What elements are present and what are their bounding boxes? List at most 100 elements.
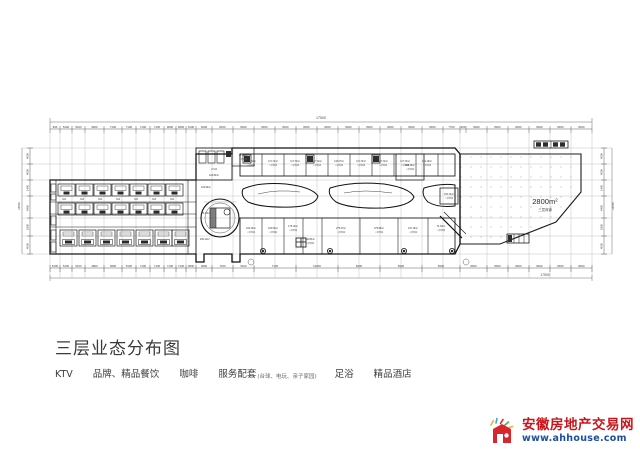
svg-text:4400: 4400 <box>26 204 30 211</box>
svg-text:275.47m²: 275.47m² <box>336 227 346 230</box>
svg-text:5100: 5100 <box>52 264 59 268</box>
svg-text:三层商铺: 三层商铺 <box>379 163 387 167</box>
svg-text:三层商铺: 三层商铺 <box>313 163 321 167</box>
svg-text:包房: 包房 <box>134 197 138 201</box>
svg-text:17500: 17500 <box>540 273 550 277</box>
legend: KTV 品牌、精品餐饮 咖啡 服务配套 (台球、电玩、亲子家园) 足浴 精品酒店 <box>55 366 475 380</box>
svg-text:8400: 8400 <box>387 125 394 129</box>
svg-text:三层商铺: 三层商铺 <box>289 228 297 232</box>
legend-item-cafe: 咖啡 <box>179 366 198 380</box>
svg-text:4800: 4800 <box>178 125 185 129</box>
svg-text:三层商铺: 三层商铺 <box>269 230 277 234</box>
svg-text:1800: 1800 <box>26 223 30 230</box>
svg-text:4800: 4800 <box>201 264 208 268</box>
svg-text:5100: 5100 <box>63 125 70 129</box>
legend-label: 服务配套 <box>218 369 257 380</box>
svg-text:7100: 7100 <box>110 125 117 129</box>
svg-text:三层商铺: 三层商铺 <box>401 163 409 167</box>
svg-text:197.19m²: 197.19m² <box>408 227 418 230</box>
svg-text:7100: 7100 <box>140 125 147 129</box>
svg-text:8400: 8400 <box>557 125 564 129</box>
svg-text:包房: 包房 <box>98 197 102 201</box>
big-area-value: 2800m2 <box>532 197 558 206</box>
svg-text:8400: 8400 <box>303 125 310 129</box>
svg-text:8100: 8100 <box>219 125 226 129</box>
svg-text:三层商铺: 三层商铺 <box>291 163 299 167</box>
big-retail-area: 2800m2 三层商铺 <box>459 140 582 245</box>
svg-text:117.72m²: 117.72m² <box>378 160 388 163</box>
svg-text:8400: 8400 <box>494 264 501 268</box>
svg-text:7100: 7100 <box>154 125 161 129</box>
svg-text:三层商铺: 三层商铺 <box>423 163 431 167</box>
svg-text:卫生间: 卫生间 <box>211 167 217 171</box>
svg-text:78.44m²: 78.44m² <box>239 154 248 157</box>
watermark-logo: 安徽房地产交易网 www.ahhouse.com <box>487 414 635 448</box>
svg-text:76.10m²: 76.10m² <box>202 212 211 215</box>
floor-plan-container: 17500 <box>0 96 640 316</box>
svg-text:三层商铺: 三层商铺 <box>437 228 445 232</box>
svg-text:275.68m²: 275.68m² <box>374 227 384 230</box>
svg-text:74.30m²: 74.30m² <box>437 225 446 228</box>
svg-text:8400: 8400 <box>494 125 501 129</box>
svg-text:117.72m²: 117.72m² <box>356 160 366 163</box>
svg-text:8400: 8400 <box>578 264 585 268</box>
svg-text:4000: 4000 <box>600 152 604 159</box>
svg-text:117.72m²: 117.72m² <box>290 160 300 163</box>
right-dimension-band: 4000 4000 1400 4400 1800 4000 14500 <box>600 147 615 255</box>
svg-text:三层商铺: 三层商铺 <box>335 163 343 167</box>
top-overall-dimension: 17500 <box>49 116 593 126</box>
watermark-text: 安徽房地产交易网 www.ahhouse.com <box>522 418 634 444</box>
svg-text:4000: 4000 <box>600 168 604 175</box>
svg-text:三层商铺: 三层商铺 <box>337 230 345 234</box>
svg-text:14800: 14800 <box>313 264 321 268</box>
svg-text:14500: 14500 <box>17 202 21 210</box>
svg-text:117.72m²: 117.72m² <box>268 160 278 163</box>
svg-text:7100: 7100 <box>167 264 174 268</box>
svg-text:三层商铺: 三层商铺 <box>406 167 414 171</box>
svg-text:8400: 8400 <box>536 125 543 129</box>
legend-label: 咖啡 <box>179 369 199 380</box>
svg-text:三层商铺: 三层商铺 <box>357 163 365 167</box>
svg-text:7100: 7100 <box>178 264 185 268</box>
svg-text:4800: 4800 <box>91 264 98 268</box>
svg-text:9600: 9600 <box>91 125 98 129</box>
legend-label: 品牌、精品餐饮 <box>92 369 160 380</box>
svg-text:7100: 7100 <box>140 264 147 268</box>
svg-text:8400: 8400 <box>366 125 373 129</box>
svg-text:包房: 包房 <box>152 197 156 201</box>
svg-text:17500: 17500 <box>316 116 326 120</box>
svg-text:7700: 7700 <box>448 125 455 129</box>
top-left-service-block: 卫生间 120.82m² 78.44m² 三层商铺 106.90m² 76.10… <box>195 147 255 241</box>
svg-text:8400: 8400 <box>240 125 247 129</box>
svg-text:包房: 包房 <box>80 197 84 201</box>
legend-label: KTV <box>55 369 73 380</box>
svg-text:1400: 1400 <box>26 184 30 191</box>
ktv-zone: 包房包房 包房包房 包房包房 包房 <box>49 179 197 255</box>
svg-text:203.30m²: 203.30m² <box>405 164 415 167</box>
legend-item-ktv: KTV <box>55 369 73 380</box>
svg-text:100.50m²: 100.50m² <box>268 227 278 230</box>
svg-text:7100: 7100 <box>272 264 279 268</box>
svg-text:900: 900 <box>461 125 466 129</box>
logo-mark-icon <box>487 416 517 446</box>
svg-text:4800: 4800 <box>167 125 174 129</box>
svg-text:8400: 8400 <box>408 125 415 129</box>
svg-text:5100: 5100 <box>75 264 82 268</box>
svg-text:5100: 5100 <box>63 264 70 268</box>
svg-text:8400: 8400 <box>429 125 436 129</box>
svg-text:8400: 8400 <box>261 125 268 129</box>
svg-text:7100: 7100 <box>126 125 133 129</box>
svg-text:5100: 5100 <box>75 125 82 129</box>
svg-text:117.72m²: 117.72m² <box>312 160 322 163</box>
svg-text:8400: 8400 <box>470 264 477 268</box>
svg-text:14500: 14500 <box>611 202 615 210</box>
svg-text:4000: 4000 <box>26 168 30 175</box>
legend-label: 足浴 <box>334 369 354 380</box>
svg-text:三层商铺: 三层商铺 <box>247 163 255 167</box>
restroom-block <box>506 233 530 244</box>
svg-text:8400: 8400 <box>515 264 522 268</box>
